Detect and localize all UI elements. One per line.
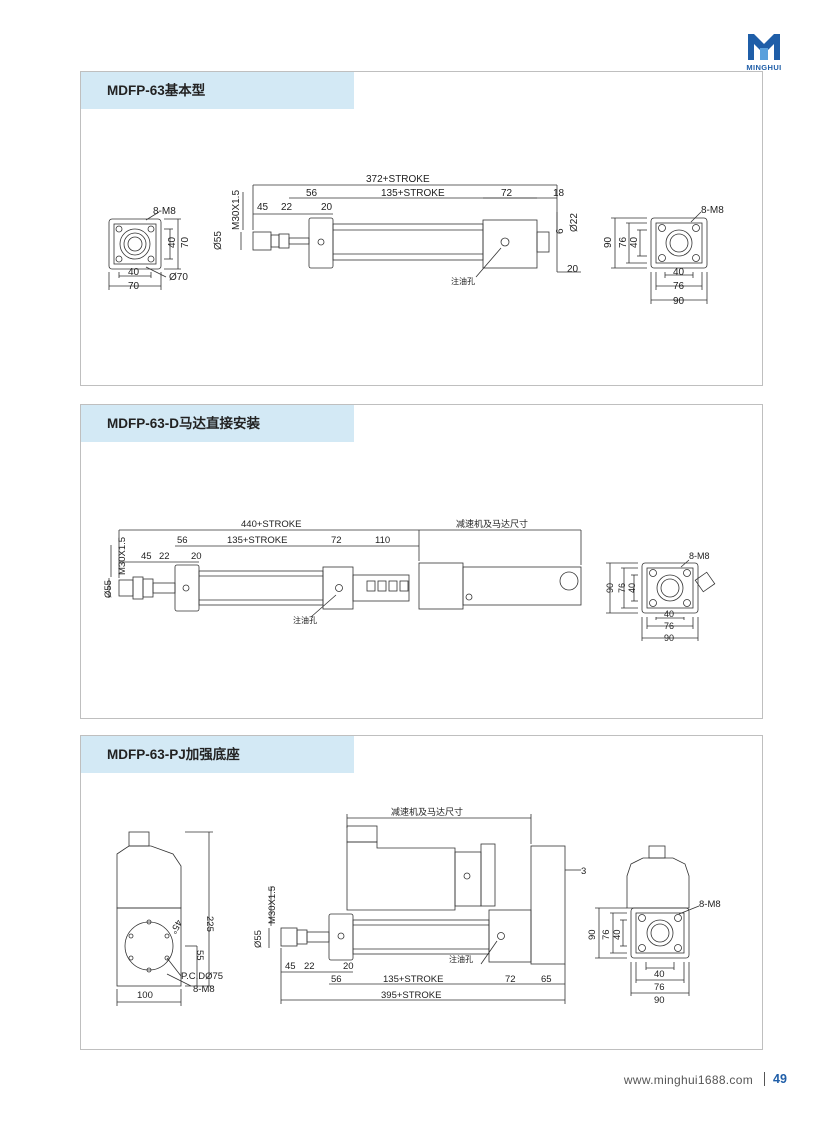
label-65: 65 <box>541 974 552 985</box>
label-m8-right: 8-M8 <box>699 899 721 910</box>
label-d55: Ø55 <box>103 580 114 598</box>
section-title: MDFP-63基本型 <box>81 72 354 109</box>
label-total: 395+STROKE <box>381 990 441 1001</box>
label-m8-right: 8-M8 <box>701 205 724 216</box>
section-title: MDFP-63-PJ加强底座 <box>81 736 354 773</box>
left-end-view <box>108 211 181 290</box>
label-56: 56 <box>331 974 342 985</box>
label-72: 72 <box>331 535 342 546</box>
label-r76: 76 <box>618 236 629 248</box>
label-18: 18 <box>553 188 565 199</box>
label-45deg: 45° <box>167 918 184 936</box>
label-stroke: 135+STROKE <box>381 188 445 199</box>
label-oil: 注油孔 <box>293 615 317 625</box>
label-m8-left: 8-M8 <box>153 206 176 217</box>
dimension-lines-reinforced <box>268 817 581 1004</box>
right-end-view <box>606 559 716 641</box>
label-r76h: 76 <box>654 982 665 993</box>
label-r76h: 76 <box>664 621 674 631</box>
label-20: 20 <box>191 551 202 562</box>
page-number: 49 <box>773 1072 787 1086</box>
label-6: 6 <box>555 228 566 234</box>
label-thread: M30X1.5 <box>231 190 242 230</box>
label-bore: Ø70 <box>169 272 188 283</box>
side-view-actuator <box>280 814 566 965</box>
left-end-view <box>116 831 213 1006</box>
label-r40: 40 <box>629 236 640 248</box>
label-r76: 76 <box>617 583 627 593</box>
label-d22v: Ø22 <box>569 213 580 232</box>
label-d55: Ø55 <box>253 930 264 948</box>
label-45: 45 <box>141 551 152 562</box>
label-r40: 40 <box>627 583 637 593</box>
label-56: 56 <box>177 535 188 546</box>
right-end-view <box>595 845 700 996</box>
drawing-direct-motor: 440+STROKE 减速机及马达尺寸 56 135+STROKE 72 110… <box>103 518 716 643</box>
minghui-logo-icon <box>748 34 780 60</box>
dimension-lines-basic <box>240 184 581 278</box>
label-40-h: 40 <box>128 267 140 278</box>
label-r90: 90 <box>587 929 598 940</box>
label-total: 440+STROKE <box>241 519 301 530</box>
label-r40h: 40 <box>664 609 674 619</box>
label-225: 225 <box>204 916 215 932</box>
drawing-reinforced-base: 225 55 45° 100 P.C.DØ75 8-M8 <box>116 806 721 1006</box>
right-end-view <box>611 211 708 304</box>
label-110: 110 <box>375 535 390 546</box>
label-r40h: 40 <box>654 969 665 980</box>
label-22: 22 <box>304 961 315 972</box>
label-r76h: 76 <box>673 281 685 292</box>
label-oil: 注油孔 <box>451 276 475 286</box>
label-pcd: P.C.DØ75 <box>181 971 223 982</box>
label-thread: M30X1.5 <box>267 886 278 924</box>
section-reinforced-base: MDFP-63-PJ加强底座 225 55 45° 100 P.C.DØ75 8… <box>80 735 763 1050</box>
side-view-actuator <box>118 530 582 618</box>
label-m8-bottom: 8-M8 <box>193 984 215 995</box>
label-56: 56 <box>306 188 318 199</box>
label-72: 72 <box>501 188 513 199</box>
label-r40h: 40 <box>673 267 685 278</box>
label-22: 22 <box>159 551 170 562</box>
label-r40: 40 <box>612 929 623 940</box>
label-r90: 90 <box>605 583 615 593</box>
label-r90h: 90 <box>673 296 685 307</box>
label-d55: Ø55 <box>213 231 224 250</box>
label-55v: 55 <box>194 950 205 961</box>
label-72: 72 <box>505 974 516 985</box>
label-40-v: 40 <box>167 236 178 248</box>
label-stroke: 135+STROKE <box>227 535 287 546</box>
section-basic: MDFP-63基本型 8-M8 70 40 40 70 <box>80 71 763 386</box>
dimension-lines-direct <box>108 529 581 598</box>
label-45: 45 <box>257 202 269 213</box>
label-r90: 90 <box>603 236 614 248</box>
label-motor: 减速机及马达尺寸 <box>456 518 528 529</box>
label-70-h: 70 <box>128 281 140 292</box>
side-view-actuator <box>252 185 558 269</box>
footer-url: www.minghui1688.com <box>623 1073 753 1087</box>
footer-divider <box>764 1072 765 1086</box>
brand-name: MINGHUI <box>746 63 782 72</box>
label-3: 3 <box>581 866 586 877</box>
section-title: MDFP-63-D马达直接安装 <box>81 405 354 442</box>
label-total: 372+STROKE <box>366 174 430 185</box>
label-22: 22 <box>281 202 293 213</box>
label-20: 20 <box>343 961 354 972</box>
label-r90h: 90 <box>654 995 665 1006</box>
label-r90h: 90 <box>664 633 674 643</box>
label-r76: 76 <box>601 929 612 940</box>
label-20b: 20 <box>567 264 579 275</box>
section-direct-motor: MDFP-63-D马达直接安装 <box>80 404 763 719</box>
label-45: 45 <box>285 961 296 972</box>
label-100: 100 <box>137 990 153 1001</box>
label-20: 20 <box>321 202 333 213</box>
label-stroke: 135+STROKE <box>383 974 443 985</box>
label-thread: M30X1.5 <box>117 537 128 575</box>
label-70-v: 70 <box>180 236 191 248</box>
drawing-basic: 8-M8 70 40 40 70 Ø70 <box>108 174 724 307</box>
label-m8-right: 8-M8 <box>689 551 710 561</box>
label-oil: 注油孔 <box>449 954 473 964</box>
label-motor: 减速机及马达尺寸 <box>391 806 463 817</box>
